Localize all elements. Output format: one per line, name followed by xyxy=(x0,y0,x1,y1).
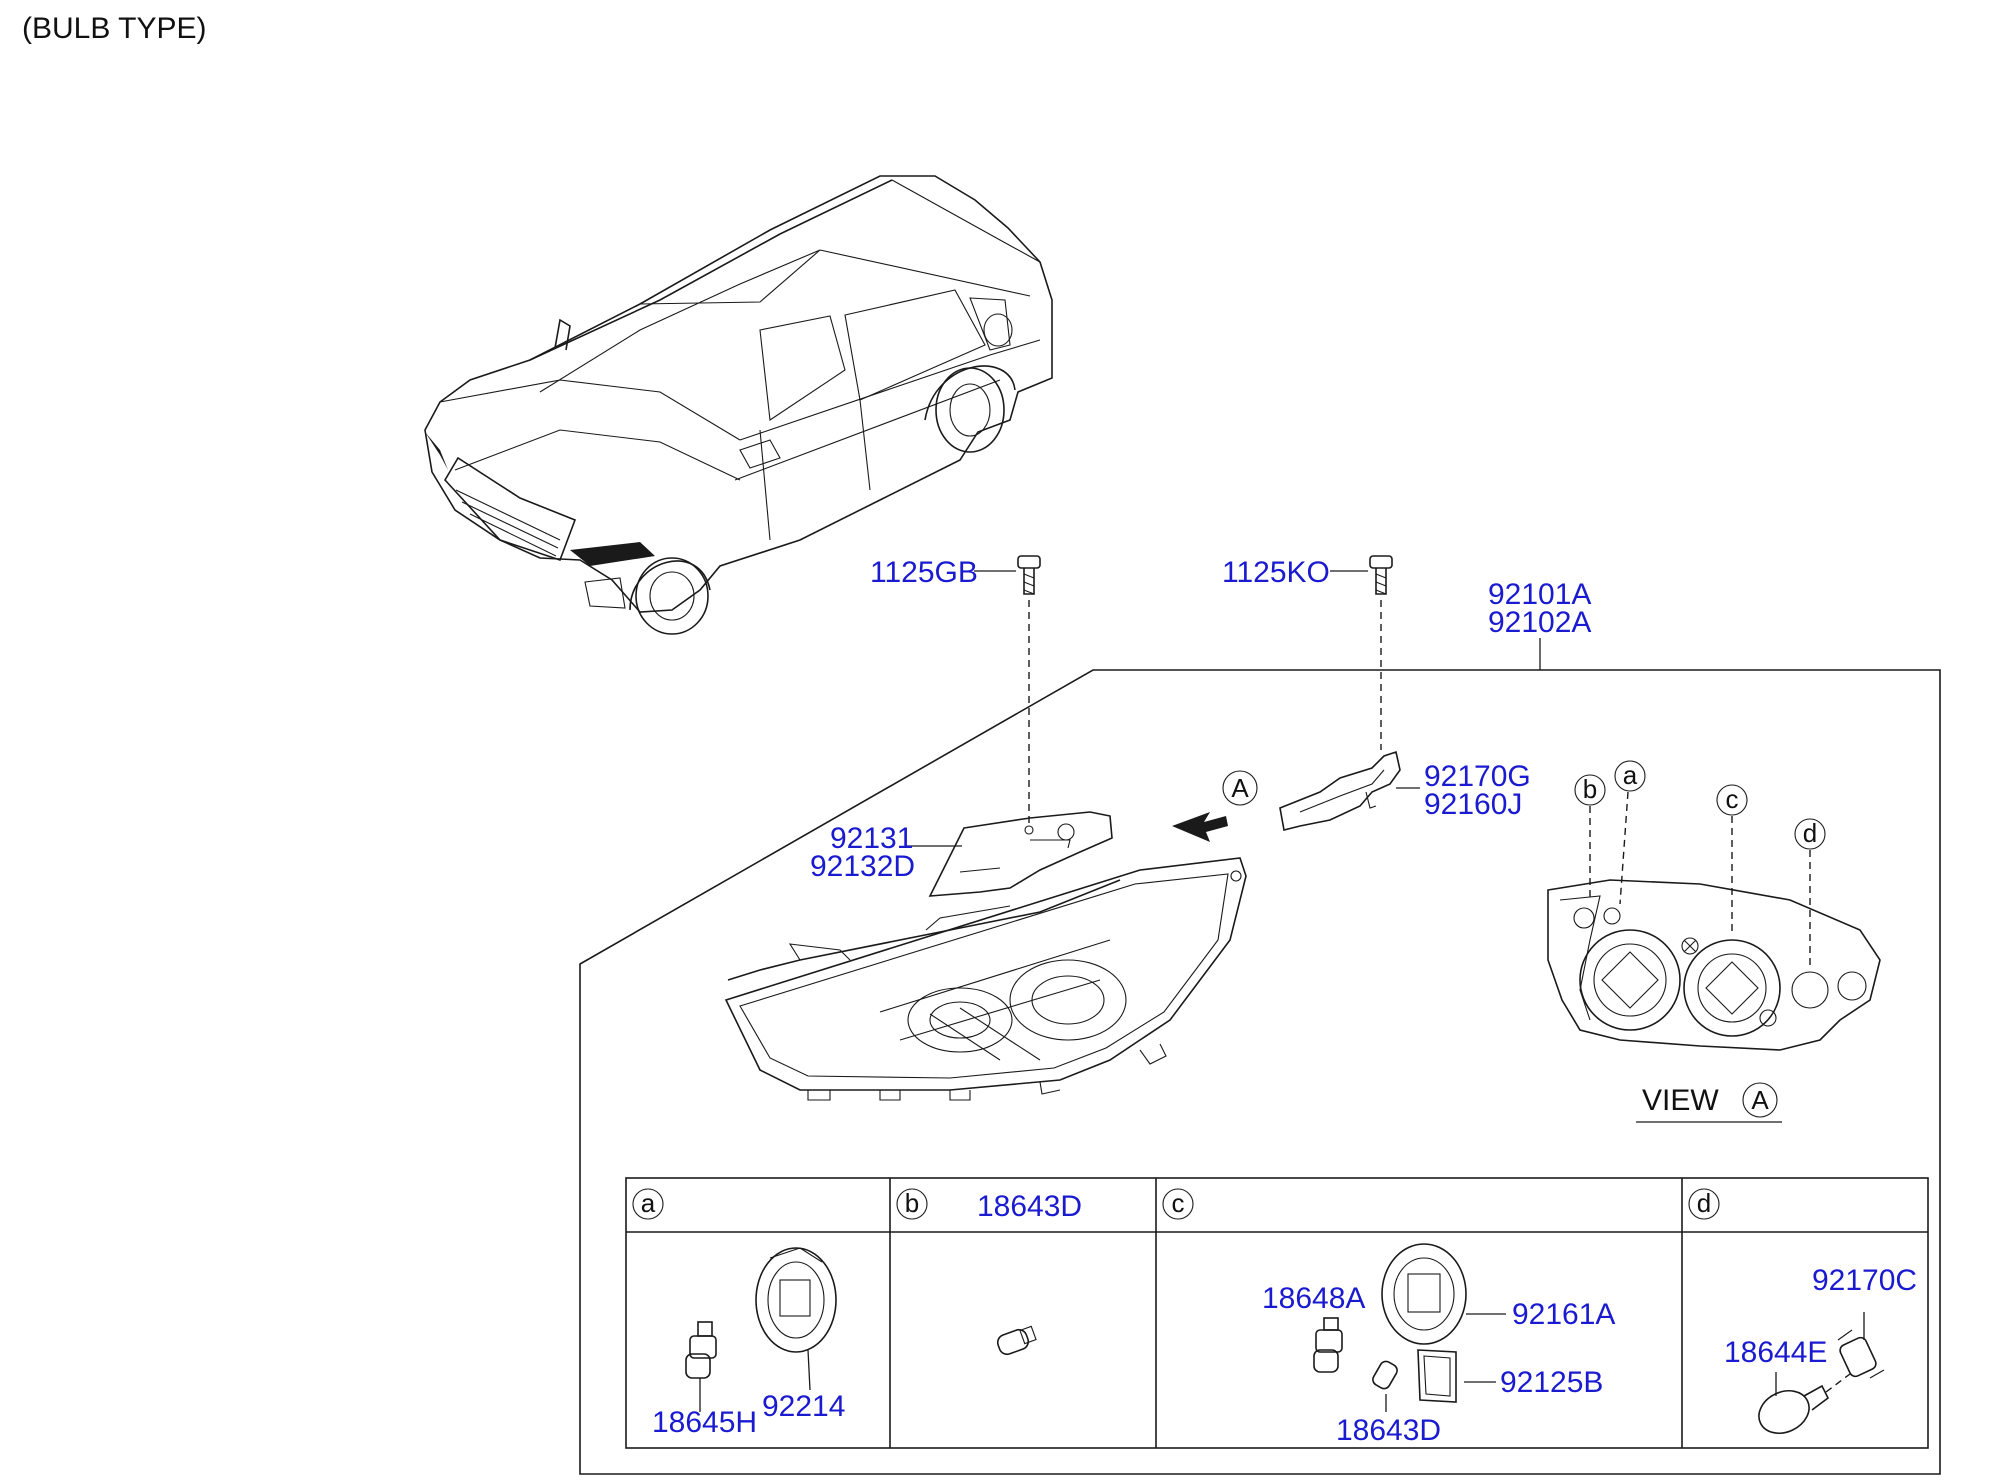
view-arrow-ref: A xyxy=(1231,773,1249,803)
table-header-c: c xyxy=(1162,1188,1194,1220)
table-header-b-letter: b xyxy=(905,1188,919,1218)
headlamp-assembly xyxy=(724,857,1247,1101)
callout-18648A[interactable]: 18648A xyxy=(1262,1282,1365,1315)
callout-92170C[interactable]: 92170C xyxy=(1812,1264,1917,1297)
callout-18643D[interactable]: 18643D xyxy=(1336,1414,1441,1447)
headlamp-rear-view xyxy=(1547,879,1881,1051)
callout-92101A[interactable]: 92101A xyxy=(1488,578,1591,611)
callout-92125B[interactable]: 92125B xyxy=(1500,1366,1603,1399)
callout-92170G[interactable]: 92170G xyxy=(1424,760,1531,793)
callout-18643D-header[interactable]: 18643D xyxy=(977,1190,1082,1223)
table-header-d-letter: d xyxy=(1697,1188,1711,1218)
detail-table xyxy=(625,1177,1929,1449)
cover-92131 xyxy=(928,811,1113,897)
table-header-d: d xyxy=(1688,1188,1720,1220)
callout-92160J[interactable]: 92160J xyxy=(1424,788,1522,821)
screw-right xyxy=(1369,555,1393,595)
table-header-b: b 18643D xyxy=(896,1188,1082,1223)
view-marker-c-label: c xyxy=(1726,784,1739,814)
callout-92214[interactable]: 92214 xyxy=(762,1390,845,1423)
cell-c-cap xyxy=(1381,1243,1467,1345)
table-header-c-letter: c xyxy=(1172,1188,1185,1218)
cell-a-bulb xyxy=(685,1321,717,1379)
cell-c-gasket xyxy=(1417,1349,1457,1403)
callout-92132D[interactable]: 92132D xyxy=(810,850,915,883)
view-marker-b-label: b xyxy=(1583,774,1597,804)
cell-d-bulb xyxy=(1758,1384,1830,1434)
view-marker-c: c xyxy=(1716,784,1748,936)
callout-92131[interactable]: 92131 xyxy=(830,822,913,855)
callout-18645H[interactable]: 18645H xyxy=(652,1406,757,1439)
view-marker-d: d xyxy=(1794,818,1826,968)
view-marker-a-label: a xyxy=(1623,760,1638,790)
table-header-a: a xyxy=(632,1188,664,1220)
callout-1125KO[interactable]: 1125KO xyxy=(1222,556,1330,589)
view-marker-a: a xyxy=(1614,760,1646,905)
callout-92161A[interactable]: 92161A xyxy=(1512,1298,1615,1331)
table-header-a-letter: a xyxy=(641,1188,656,1218)
view-arrow: A xyxy=(1172,770,1258,842)
screw-left xyxy=(1017,555,1041,595)
cell-c-bulb xyxy=(1313,1317,1343,1373)
cell-c-small-bulb xyxy=(1372,1360,1398,1390)
view-label-ref: A xyxy=(1751,1085,1769,1115)
bracket-92170G xyxy=(1279,750,1401,831)
cell-d-socket xyxy=(1837,1329,1885,1379)
vehicle-illustration xyxy=(424,175,1053,635)
assembly-frame xyxy=(579,638,1941,1475)
diagram-title: (BULB TYPE) xyxy=(22,12,207,45)
view-label: VIEW xyxy=(1642,1084,1719,1117)
view-a-label: VIEW A xyxy=(1636,1082,1782,1123)
view-marker-b: b xyxy=(1574,774,1606,900)
callout-92102A[interactable]: 92102A xyxy=(1488,606,1591,639)
callout-1125GB[interactable]: 1125GB xyxy=(870,556,978,589)
cell-a-cap xyxy=(755,1247,837,1353)
cell-b-bulb xyxy=(996,1325,1037,1356)
view-marker-d-label: d xyxy=(1803,818,1817,848)
callout-18644E[interactable]: 18644E xyxy=(1724,1336,1827,1369)
